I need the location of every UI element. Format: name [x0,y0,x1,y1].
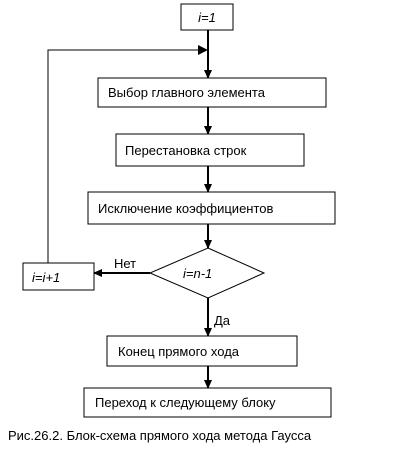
no-label: Нет [114,256,136,271]
next-block-box [83,387,332,418]
eliminate-box [87,191,336,225]
eliminate-label: Исключение коэффициентов [98,201,274,216]
end-forward-label: Конец прямого хода [118,344,240,359]
condition-label: i=n-1 [183,266,212,281]
yes-label: Да [214,313,231,328]
connectors [93,30,212,389]
increment-label: i=i+1 [32,270,60,285]
figure-caption: Рис.26.2. Блок-схема прямого хода метода… [8,428,312,443]
init-box [180,3,234,31]
init-label: i=1 [198,10,216,25]
loop-arrowhead [198,45,208,55]
increment-box [22,262,95,291]
select-pivot-box [97,77,327,108]
swap-rows-box [115,133,305,167]
next-block-label: Переход к следующему блоку [95,395,276,410]
select-pivot-label: Выбор главного элемента [108,85,266,100]
edge-loop-back [47,49,200,263]
end-forward-box [106,335,298,367]
condition-diamond [148,247,266,299]
swap-rows-label: Перестановка строк [125,143,247,158]
